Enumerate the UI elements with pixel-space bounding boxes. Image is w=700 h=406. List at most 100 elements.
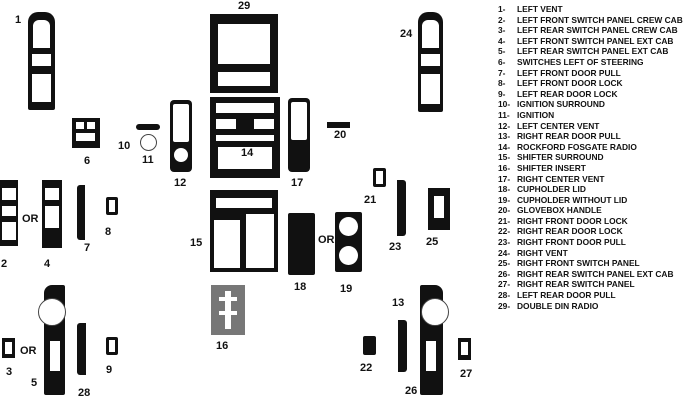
legend-label: IGNITION [517, 109, 555, 120]
legend-item: 20-GLOVEBOX HANDLE [498, 205, 683, 216]
legend-number: 21- [498, 215, 511, 226]
legend-label: IGNITION SURROUND [517, 99, 605, 110]
part-19-cupholder-without-lid [335, 212, 362, 272]
part-24-right-vent [418, 12, 443, 112]
label-3: 3 [6, 366, 13, 378]
part-10-ignition-surround [136, 124, 160, 130]
legend-number: 11- [498, 109, 510, 120]
legend-number: 28- [498, 290, 511, 301]
legend-number: 2- [498, 14, 506, 25]
label-1: 1 [15, 14, 22, 26]
legend-label: RIGHT FRONT DOOR LOCK [517, 215, 628, 226]
part-8-left-front-door-lock [106, 197, 118, 215]
legend-label: SHIFTER INSERT [517, 162, 586, 173]
legend-label: LEFT VENT [517, 4, 563, 14]
label-27: 27 [460, 368, 473, 380]
legend-label: LEFT FRONT SWITCH PANEL EXT CAB [517, 35, 674, 46]
part-27-right-rear-switch-panel [458, 338, 471, 360]
legend-label: LEFT FRONT DOOR LOCK [517, 78, 623, 89]
label-21: 21 [364, 194, 377, 206]
part-20-glovebox-handle [327, 122, 350, 128]
legend-item: 29-DOUBLE DIN RADIO [498, 301, 683, 312]
legend-item: 27- RIGHT REAR SWITCH PANEL [498, 279, 683, 290]
legend-item: 5-LEFT REAR SWITCH PANEL EXT CAB [498, 46, 683, 57]
part-21-right-front-door-lock [373, 168, 386, 187]
part-11-ignition [140, 134, 157, 151]
part-23-right-front-door-pull [397, 180, 406, 236]
part-7-left-front-door-pull [77, 185, 85, 240]
label-18: 18 [294, 281, 307, 293]
part-4-left-front-switch-panel-ext-cab [42, 180, 62, 248]
legend-label: LEFT REAR SWITCH PANEL EXT CAB [517, 46, 669, 57]
legend-number: 27- [498, 279, 511, 290]
legend-number: 10- [498, 99, 511, 110]
label-22: 22 [360, 362, 373, 374]
legend-number: 18- [498, 184, 511, 195]
label-15: 15 [190, 237, 203, 249]
part-14-rockford-fosgate-radio [210, 97, 280, 178]
label-2: 2 [1, 258, 8, 270]
legend-item: 15-SHIFTER SURROUND [498, 152, 683, 163]
part-25-right-front-switch-panel [428, 188, 450, 230]
label-19: 19 [340, 283, 353, 295]
part-2-left-front-switch-panel-crew-cab [0, 180, 18, 246]
label-16: 16 [216, 340, 229, 352]
legend-label: RIGHT VENT [517, 247, 568, 258]
legend-item: 9-LEFT REAR DOOR LOCK [498, 89, 683, 100]
legend-number: 6- [498, 56, 506, 67]
legend-label: LEFT REAR DOOR PULL [517, 290, 616, 301]
legend-label: RIGHT CENTER VENT [517, 173, 605, 184]
legend-item: 12-LEFT CENTER VENT [498, 121, 683, 132]
legend-label: ROCKFORD FOSGATE RADIO [517, 141, 637, 152]
legend-label: CUPHOLDER LID [517, 184, 586, 195]
legend-number: 12- [498, 120, 511, 131]
legend-item: 14- ROCKFORD FOSGATE RADIO [498, 142, 683, 153]
legend-item: 25- RIGHT FRONT SWITCH PANEL [498, 258, 683, 269]
part-29-double-din-radio [210, 14, 278, 93]
label-11: 11 [142, 154, 154, 166]
legend-item: 6-SWITCHES LEFT OF STEERING [498, 57, 683, 68]
part-17-right-center-vent [288, 98, 310, 172]
label-24: 24 [400, 28, 413, 40]
label-6: 6 [84, 155, 91, 167]
legend-label: RIGHT REAR SWITCH PANEL EXT CAB [517, 268, 674, 279]
legend-label: LEFT REAR DOOR LOCK [517, 88, 618, 99]
label-4: 4 [44, 258, 51, 270]
label-8: 8 [105, 226, 112, 238]
legend-item: 1-LEFT VENT [498, 4, 683, 15]
legend-label: RIGHT REAR DOOR PULL [517, 131, 621, 142]
part-3-left-rear-switch-panel-crew-cab [2, 338, 15, 358]
label-23: 23 [389, 241, 402, 253]
label-13: 13 [392, 297, 405, 309]
legend-label: LEFT REAR SWITCH PANEL CREW CAB [517, 25, 678, 36]
or-label: OR [318, 234, 335, 246]
legend-label: GLOVEBOX HANDLE [517, 205, 602, 216]
legend-label: CUPHOLDER WITHOUT LID [517, 194, 628, 205]
legend-number: 16- [498, 162, 511, 173]
part-5-speaker-circle [38, 298, 66, 326]
label-9: 9 [106, 364, 113, 376]
part-16-shifter-insert [211, 285, 245, 335]
legend-label: RIGHT FRONT SWITCH PANEL [517, 258, 640, 269]
legend-item: 7-LEFT FRONT DOOR PULL [498, 68, 683, 79]
legend-item: 22-RIGHT REAR DOOR LOCK [498, 226, 683, 237]
legend-number: 17- [498, 173, 511, 184]
part-28-left-rear-door-pull [77, 323, 86, 375]
legend-item: 17- RIGHT CENTER VENT [498, 174, 683, 185]
part-22-right-rear-door-lock [363, 336, 376, 355]
legend-number: 19- [498, 194, 511, 205]
label-5: 5 [31, 377, 38, 389]
legend-number: 14- [498, 141, 511, 152]
legend-number: 26- [498, 268, 511, 279]
label-26: 26 [405, 385, 418, 397]
legend-label: RIGHT REAR SWITCH PANEL [517, 279, 635, 290]
legend-number: 4- [498, 35, 506, 46]
legend-item: 21- RIGHT FRONT DOOR LOCK [498, 216, 683, 227]
or-label: OR [20, 345, 37, 357]
legend-item: 16- SHIFTER INSERT [498, 163, 683, 174]
legend-item: 19- CUPHOLDER WITHOUT LID [498, 195, 683, 206]
legend-number: 25- [498, 258, 511, 269]
legend-label: SHIFTER SURROUND [517, 152, 604, 163]
label-7: 7 [84, 242, 91, 254]
